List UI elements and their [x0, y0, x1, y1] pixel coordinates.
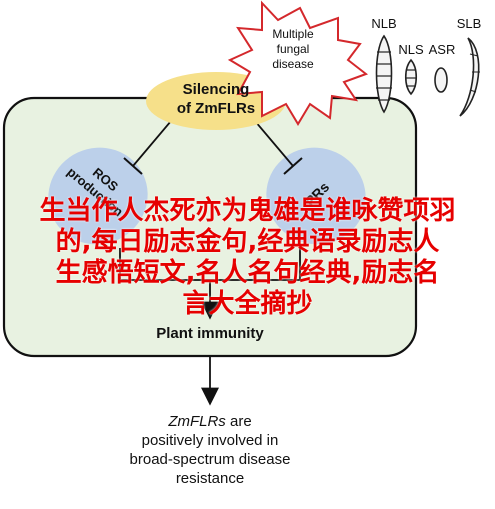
nlb-pathogen-icon: [375, 34, 393, 114]
inhibit-bar-ros: [123, 157, 143, 175]
overlay-line: 言大全摘抄: [182, 289, 313, 319]
conclusion-line: broad-spectrum disease: [129, 451, 291, 468]
plant-immunity-label: Plant immunity: [156, 325, 264, 342]
fungal-disease-starburst: [227, 0, 369, 126]
silencing-line: of ZmFLRs: [176, 100, 256, 117]
overlay-line: 生当作人杰死亦为鬼雄是谁咏赞项羽: [39, 196, 456, 226]
overlay-caption: 生当作人杰死亦为鬼雄是谁咏赞项羽 的,每日励志金句,经典语录励志人 生感悟短文,…: [0, 196, 495, 320]
prs-oval: [266, 147, 366, 245]
ros-oval: [48, 147, 148, 245]
starburst-line: fungal: [276, 42, 310, 56]
starburst-label: Multiple fungal disease: [248, 27, 338, 72]
asr-pathogen-icon: [434, 67, 448, 93]
nlb-label: NLB: [371, 16, 397, 31]
nls-pathogen-icon: [404, 58, 418, 96]
conclusion-line: ZmFLRs are: [168, 413, 252, 430]
asr-label: ASR: [428, 42, 456, 57]
slb-pathogen-icon: [459, 37, 480, 117]
silencing-label: Silencing of ZmFLRs: [150, 80, 282, 118]
inhibit-bar-prs: [283, 157, 303, 175]
overlay-line: 的,每日励志金句,经典语录励志人: [55, 227, 440, 257]
overlay-line: 生感悟短文,名人名句经典,励志名: [55, 258, 440, 288]
starburst-line: Multiple: [272, 27, 314, 41]
conclusion-line: resistance: [175, 470, 245, 487]
silencing-line: Silencing: [182, 81, 250, 98]
starburst-line: disease: [272, 57, 314, 71]
conclusion-text: ZmFLRs are positively involved in broad-…: [80, 412, 340, 488]
conclusion-line: positively involved in: [141, 432, 279, 449]
slb-label: SLB: [456, 16, 482, 31]
nls-label: NLS: [398, 42, 424, 57]
